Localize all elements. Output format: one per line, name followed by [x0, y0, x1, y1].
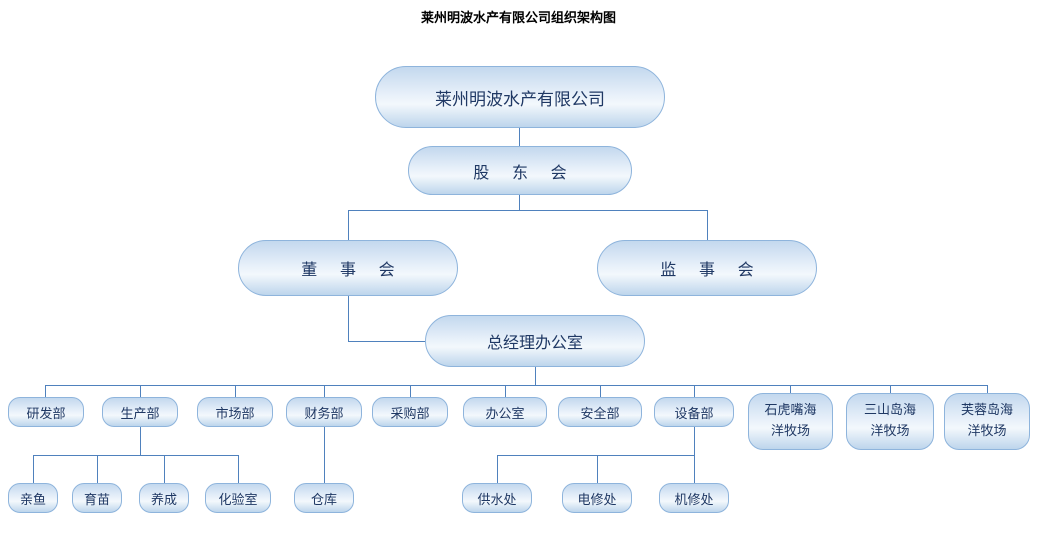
connector-drop-shihuzui: [790, 385, 791, 393]
connector-drop-purchasing: [410, 385, 411, 397]
connector-shareholders-split: [519, 195, 520, 210]
connector-drop-finance: [324, 385, 325, 397]
connector-board-elbow-vertical: [348, 296, 349, 341]
connector-drop-seedling: [97, 455, 98, 483]
node-ranch-sanshandao: 三山岛海洋牧场: [846, 393, 934, 450]
node-sub-warehouse: 仓库: [294, 483, 354, 513]
node-company: 莱州明波水产有限公司: [375, 66, 665, 128]
connector-drop-broodstock: [33, 455, 34, 483]
node-sub-broodstock: 亲鱼: [8, 483, 58, 513]
connector-equipment-spine: [497, 455, 694, 456]
node-supervisory-board: 监 事 会: [597, 240, 817, 296]
node-sub-machine-repair: 机修处: [659, 483, 729, 513]
node-dept-production: 生产部: [102, 397, 178, 427]
connector-finance-warehouse: [324, 427, 325, 483]
connector-drop-lab: [238, 455, 239, 483]
chart-title: 莱州明波水产有限公司组织架构图: [420, 10, 616, 25]
connector-production-down: [140, 427, 141, 455]
connector-production-spine: [33, 455, 238, 456]
connector-drop-furongdao: [987, 385, 988, 393]
node-dept-finance: 财务部: [286, 397, 362, 427]
node-sub-electrical-repair: 电修处: [562, 483, 632, 513]
connector-split-horizontal: [348, 210, 707, 211]
connector-drop-safety: [600, 385, 601, 397]
connector-drop-electrical-repair: [597, 455, 598, 483]
node-board-of-directors: 董 事 会: [238, 240, 458, 296]
node-sub-seedling: 育苗: [72, 483, 122, 513]
connector-drop-equipment: [694, 385, 695, 397]
node-dept-purchasing: 采购部: [372, 397, 448, 427]
connector-to-supervisory: [707, 210, 708, 240]
connector-drop-office: [505, 385, 506, 397]
connector-department-spine: [45, 385, 987, 386]
node-dept-equipment: 设备部: [654, 397, 734, 427]
node-gm-office: 总经理办公室: [425, 315, 645, 367]
connector-equipment-down: [694, 427, 695, 483]
connector-drop-growout: [164, 455, 165, 483]
node-dept-marketing: 市场部: [197, 397, 273, 427]
node-dept-rd: 研发部: [8, 397, 84, 427]
connector-drop-rd: [45, 385, 46, 397]
connector-to-board: [348, 210, 349, 240]
node-ranch-shihuzui: 石虎嘴海洋牧场: [748, 393, 833, 450]
connector-gm-to-spine: [535, 367, 536, 385]
connector-drop-marketing: [235, 385, 236, 397]
node-sub-growout: 养成: [139, 483, 189, 513]
connector-drop-water-supply: [497, 455, 498, 483]
connector-board-elbow-horizontal: [348, 341, 425, 342]
node-ranch-furongdao: 芙蓉岛海洋牧场: [944, 393, 1030, 450]
connector-drop-sanshandao: [890, 385, 891, 393]
connector-company-shareholders: [519, 128, 520, 146]
connector-drop-production: [140, 385, 141, 397]
node-sub-lab: 化验室: [205, 483, 271, 513]
node-dept-office: 办公室: [463, 397, 547, 427]
node-sub-water-supply: 供水处: [462, 483, 532, 513]
node-dept-safety: 安全部: [558, 397, 642, 427]
node-shareholders-meeting: 股 东 会: [408, 146, 632, 195]
